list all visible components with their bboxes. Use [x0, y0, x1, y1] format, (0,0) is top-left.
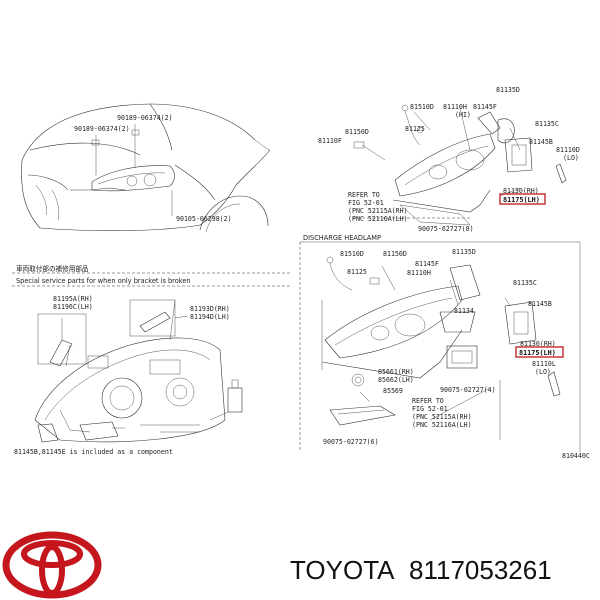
label-81510d-discharge: 81510D	[340, 250, 364, 258]
pnc-lh-discharge: (PNC 52116A(LH)	[412, 421, 472, 429]
label-81110l-discharge: 81110L	[532, 360, 556, 368]
label-81145f-discharge: 81145F	[415, 260, 439, 268]
highlight-box-upper	[499, 193, 546, 205]
label-81196c: 81196C(LH)	[53, 303, 93, 311]
label-85569-discharge: 85569	[383, 387, 403, 395]
label-hi-upper: (HI)	[455, 111, 471, 119]
pnc-lh-upper: (PNC 52116A(LH)	[348, 215, 408, 223]
label-81510d-upper: 81510D	[410, 103, 434, 111]
discharge-box-border	[300, 241, 581, 452]
car-front-illustration	[21, 103, 271, 233]
part-number: 8117053261	[409, 555, 552, 585]
brand-name: TOYOTA	[290, 555, 395, 585]
bracket-header-jp: 車両取付部の補修用部品	[16, 264, 89, 273]
label-81145f-upper: 81145F	[473, 103, 497, 111]
label-85662-discharge: 85662(LH)	[378, 376, 414, 384]
label-85661-discharge: 85661(RH)	[378, 368, 414, 376]
label-81150d-discharge: 81150D	[383, 250, 407, 258]
label-81130-discharge: 81130(RH)	[520, 340, 556, 348]
screw2-label-discharge: 90075-02727(6)	[323, 438, 379, 446]
headlamp-upper-illustration	[352, 104, 567, 226]
screw-label-discharge: 90075-02727(4)	[440, 386, 496, 394]
toyota-logo-icon	[2, 531, 102, 599]
highlight-box-discharge	[515, 346, 564, 358]
figure-code: 810440C	[562, 452, 590, 460]
label-81175-upper: 81175(LH)	[503, 196, 540, 204]
label-81130-upper: 81130(RH)	[503, 187, 539, 195]
label-lo-discharge: (LO)	[535, 368, 551, 376]
pnc-rh-upper: (PNC 52115A(RH)	[348, 207, 408, 215]
pnc-rh-discharge: (PNC 52115A(RH)	[412, 413, 472, 421]
discharge-header: DISCHARGE HEADLAMP	[303, 234, 381, 242]
label-81195a: 81195A(RH)	[53, 295, 93, 303]
label-81110h-discharge: 81110H	[407, 269, 431, 277]
clip-label-a: 90189-06374(2)	[117, 114, 173, 122]
label-81125-upper: 81125	[405, 125, 425, 133]
label-81175-discharge: 81175(LH)	[519, 349, 556, 357]
clip-label-b: 90189-06374(2)	[74, 125, 130, 133]
bracket-header-en: Special service parts for when only brac…	[16, 277, 191, 285]
screw-label-upper: 90075-62727(8)	[418, 225, 474, 233]
label-81145b-upper: 81145B	[529, 138, 553, 146]
label-81150d-upper: 81150D	[345, 128, 369, 136]
label-81110h-upper: 81110H	[443, 103, 467, 111]
fig-upper: FIG 52-01	[348, 199, 384, 207]
label-81110d-upper: 81110D	[556, 146, 580, 154]
label-81194d: 81194D(LH)	[190, 313, 230, 321]
label-81145b-discharge: 81145B	[528, 300, 552, 308]
label-81135c-discharge: 81135C	[513, 279, 537, 287]
label-81135d-discharge: 81135D	[452, 248, 476, 256]
refer-to-discharge: REFER TO	[412, 397, 444, 405]
label-lo-upper: (LO)	[563, 154, 579, 162]
bracket-note: 81145B,81145E is included as a component	[14, 448, 173, 456]
label-81193d: 81193D(RH)	[190, 305, 230, 313]
headlamp-discharge-illustration	[321, 256, 561, 440]
label-81135c-upper: 81135C	[535, 120, 559, 128]
label-81125-discharge: 81125	[347, 268, 367, 276]
refer-to-upper: REFER TO	[348, 191, 380, 199]
label-81134-discharge: 81134	[454, 307, 474, 315]
label-81110f-upper: 81110F	[318, 137, 342, 145]
fig-discharge: FIG 52-01	[412, 405, 448, 413]
bracket-illustration	[34, 299, 243, 443]
label-81135d-upper: 81135D	[496, 86, 520, 94]
bolt-label: 90105-06298(2)	[176, 215, 232, 223]
